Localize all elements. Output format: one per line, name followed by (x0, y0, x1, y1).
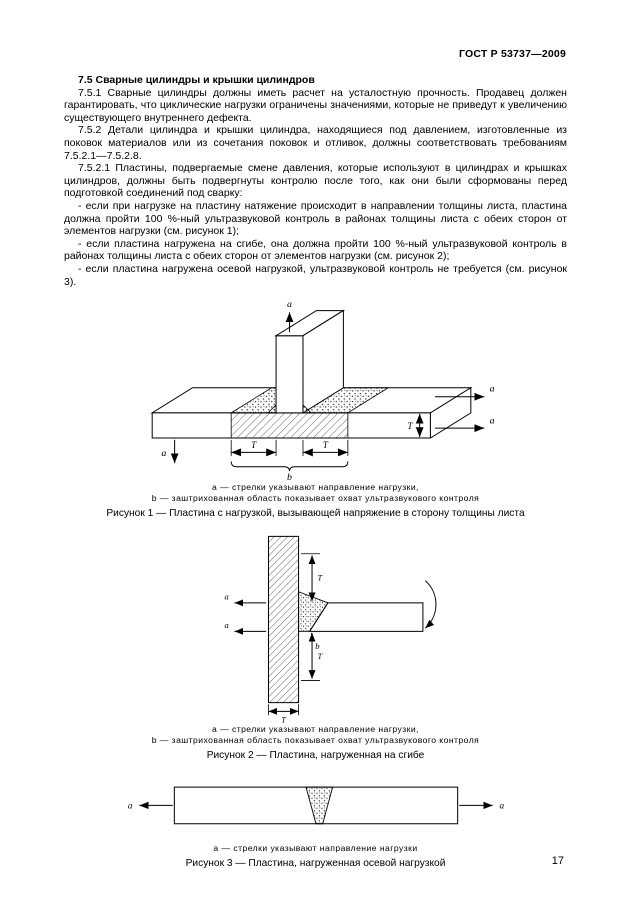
page-number: 17 (551, 855, 564, 867)
figure-2-notes: а — стрелки указывают направление нагруз… (64, 724, 567, 746)
weld-stipple-right (302, 405, 310, 413)
weld-stipple (298, 592, 327, 632)
figure-3-notes: а — стрелки указывают направление нагруз… (64, 843, 567, 854)
plate-side-face (430, 388, 470, 438)
paragraph-7-5-2-1: 7.5.2.1 Пластины, подвергаемые смене дав… (64, 162, 567, 200)
weld-stipple-left (267, 405, 275, 413)
bullet-bending: - если пластина нагружена на сгибе, она … (64, 237, 567, 263)
load-label-a: а (287, 299, 292, 310)
hatched-vertical-plate (268, 536, 298, 702)
figure-2-caption: Рисунок 2 — Пластина, нагруженная на сги… (206, 750, 425, 762)
load-label-a: а (489, 416, 494, 427)
figure-1-labels: а а а а Т Т Т b (161, 299, 494, 482)
weld-stipple (306, 787, 333, 824)
dim-label-t: Т (281, 716, 286, 725)
figure-2: а а Т Т Т b а — стрелки указывают направ… (64, 528, 567, 762)
paragraph-7-5-2: 7.5.2 Детали цилиндра и крышки цилиндра,… (64, 124, 567, 162)
figure-2-note-b: b — заштрихованная область показывает ох… (151, 735, 480, 746)
dimension-extensions (231, 440, 348, 456)
bullet-axial: - если пластина нагружена осевой нагрузк… (64, 262, 567, 288)
dim-label-t: Т (251, 440, 257, 450)
dim-label-t: Т (317, 652, 322, 661)
document-content: 7.5 Сварные цилиндры и крышки цилиндров … (64, 74, 567, 876)
load-label-a: а (127, 801, 132, 811)
figure-2-note-a: а — стрелки указывают направление нагруз… (212, 724, 419, 735)
figure-3-drawing: а а (127, 772, 504, 843)
load-label-a: а (161, 448, 166, 459)
coverage-label-b: b (287, 472, 292, 482)
load-label-a: а (499, 801, 504, 811)
figure-1-note-a: а — стрелки указывают направление нагруз… (212, 482, 419, 493)
rib-side-face (302, 311, 342, 413)
tee-joint-assembly (233, 536, 436, 715)
ut-coverage-front (231, 413, 348, 438)
section-heading: 7.5 Сварные цилиндры и крышки цилиндров (78, 74, 315, 86)
figure-3: а а а — стрелки указывают направление на… (64, 770, 567, 870)
bending-arrow (425, 581, 436, 629)
rib-front-face (276, 336, 303, 413)
figure-1-drawing: а а а а Т Т Т b (125, 299, 494, 482)
figure-1: а а а а Т Т Т b а — стрелки указывают на… (64, 296, 567, 520)
figure-1-notes: а — стрелки указывают направление нагруз… (64, 482, 567, 504)
axial-plate-assembly (138, 787, 493, 824)
load-label-a: а (224, 620, 229, 630)
coverage-brace (231, 461, 348, 471)
figure-1-caption: Рисунок 1 — Пластина с нагрузкой, вызыва… (106, 508, 525, 520)
standard-number: ГОСТ Р 53737—2009 (458, 48, 566, 60)
plate-assembly (152, 311, 484, 472)
figure-2-drawing: а а Т Т Т b (224, 530, 439, 724)
figure-2-labels: а а Т Т Т b (224, 574, 322, 724)
horizontal-plate (309, 603, 422, 632)
dim-label-t: Т (407, 421, 413, 431)
figure-3-labels: а а (127, 801, 504, 811)
bullet-tension-thickness: - если при нагрузке на пластину натяжени… (64, 199, 567, 238)
load-label-a: а (224, 592, 229, 602)
dim-label-t: Т (317, 574, 322, 583)
figure-3-note-a: а — стрелки указывают направление нагруз… (213, 843, 418, 854)
dim-label-t: Т (322, 440, 328, 450)
weld-label-b: b (315, 641, 320, 651)
figure-1-note-b: b — заштрихованная область показывает ох… (151, 493, 480, 504)
load-label-a: а (489, 383, 494, 394)
paragraph-7-5-1: 7.5.1 Сварные цилиндры должны иметь расч… (64, 86, 567, 124)
figure-3-caption: Рисунок 3 — Пластина, нагруженная осевой… (185, 858, 446, 870)
